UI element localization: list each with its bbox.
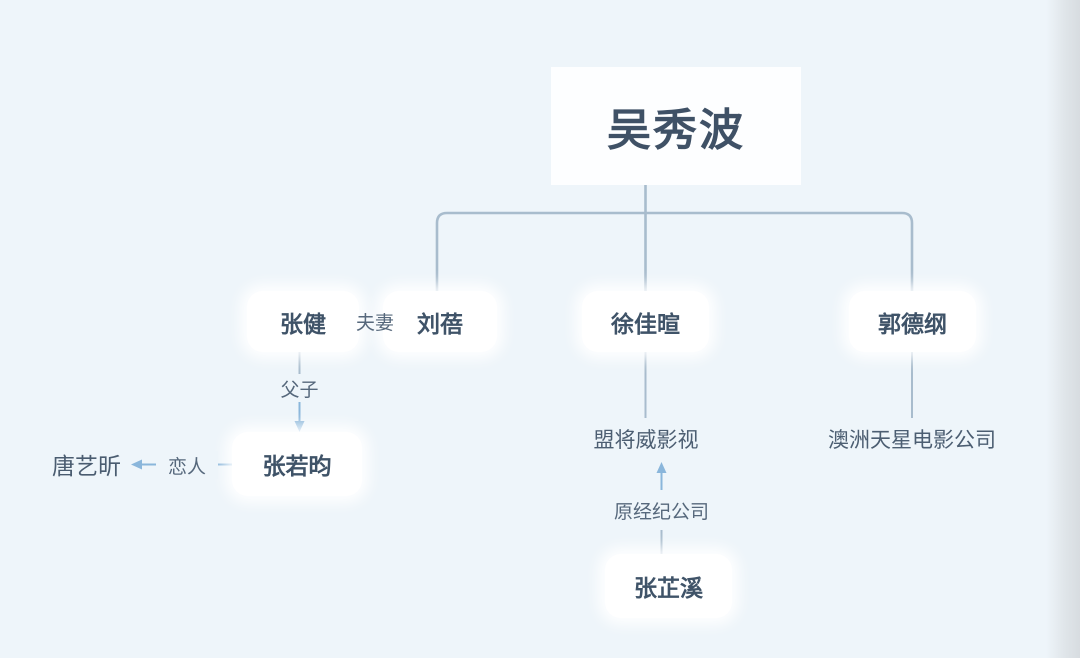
- node-wuxiubo-label: 吴秀波: [607, 106, 745, 155]
- node-zhangruoyun[interactable]: 张若昀: [232, 432, 362, 496]
- node-mengjiangwei[interactable]: 盟将威影视: [570, 422, 722, 456]
- node-aozhoutianxing[interactable]: 澳洲天星电影公司: [800, 422, 1024, 456]
- edge-label-yuanjingjigongsi-text: 原经纪公司: [613, 501, 709, 523]
- node-zhangjian-label: 张健: [280, 310, 326, 337]
- node-wuxiubo[interactable]: 吴秀波: [551, 67, 801, 185]
- node-aozhoutianxing-label: 澳洲天星电影公司: [828, 429, 996, 452]
- node-guodegang-label: 郭德纲: [878, 310, 947, 337]
- edge-label-fuqi-text: 夫妻: [355, 312, 394, 334]
- connector-root-to-guodegang: [644, 211, 914, 293]
- edge-label-fuqi: 夫妻: [344, 305, 406, 337]
- arrowhead-up-mengjiangwei: [656, 462, 667, 473]
- edge-label-yuanjingjigongsi: 原经纪公司: [589, 496, 734, 524]
- node-tangyixin[interactable]: 唐艺昕: [34, 442, 139, 486]
- node-liubei-label: 刘蓓: [417, 310, 463, 337]
- arrowhead-down-zhangruoyun: [294, 421, 305, 432]
- node-zhangjian[interactable]: 张健: [247, 291, 359, 352]
- edge-label-fuzi: 父子: [268, 374, 331, 402]
- node-mengjiangwei-label: 盟将威影视: [593, 429, 699, 452]
- connector-root-to-zhangjian: [435, 211, 647, 293]
- node-zhangzhixi[interactable]: 张芷溪: [605, 554, 732, 618]
- node-zhangzhixi-label: 张芷溪: [634, 575, 703, 601]
- edge-label-lianren: 恋人: [156, 451, 218, 479]
- node-xujiaxuan-label: 徐佳暄: [611, 310, 680, 337]
- arrowhead-left-tangyixin: [131, 459, 142, 470]
- node-tangyixin-label: 唐艺昕: [52, 453, 121, 479]
- edge-label-fuzi-text: 父子: [280, 379, 319, 401]
- node-zhangruoyun-label: 张若昀: [262, 453, 332, 479]
- edge-label-lianren-text: 恋人: [167, 456, 206, 478]
- node-guodegang[interactable]: 郭德纲: [849, 291, 976, 352]
- node-xujiaxuan[interactable]: 徐佳暄: [582, 291, 709, 352]
- node-liubei[interactable]: 刘蓓: [383, 291, 497, 352]
